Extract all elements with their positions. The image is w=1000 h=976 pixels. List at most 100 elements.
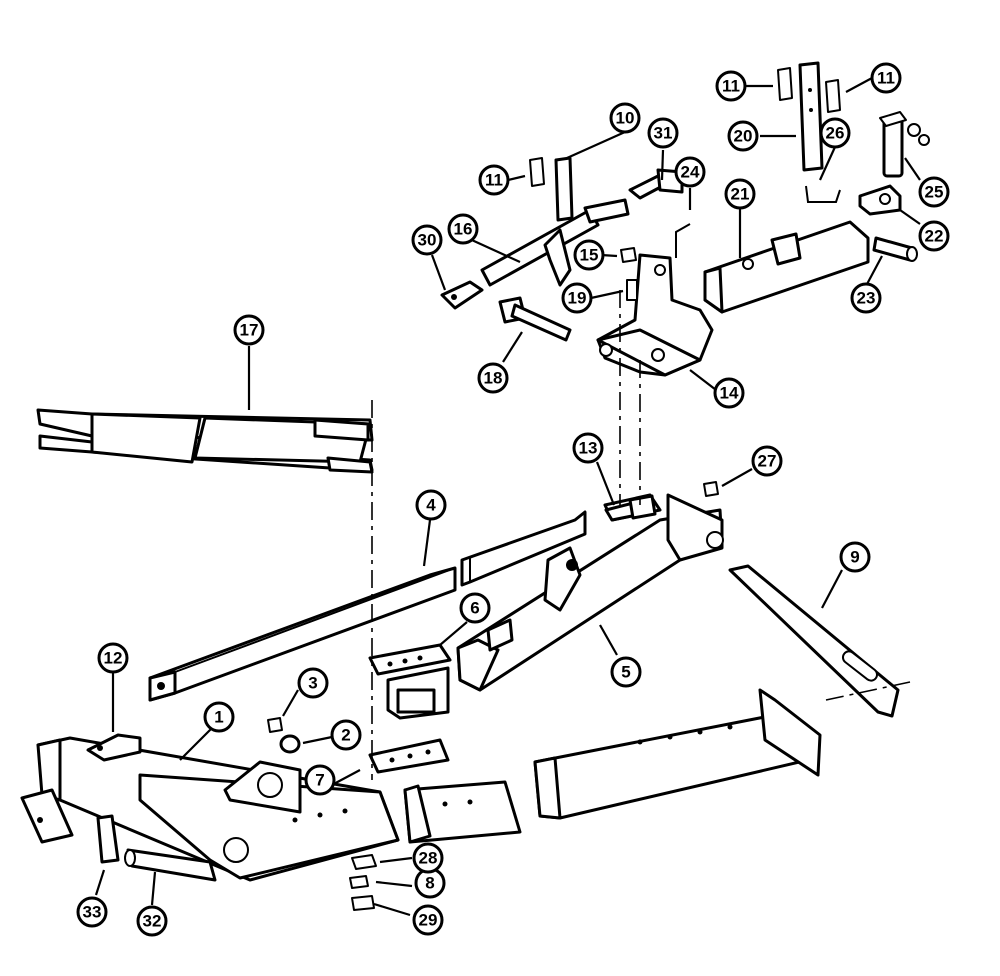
svg-text:32: 32 bbox=[143, 912, 162, 931]
callout-28: 28 bbox=[412, 842, 444, 874]
part-1-frame bbox=[20, 736, 400, 882]
part-30-clevis bbox=[440, 280, 484, 310]
svg-text:10: 10 bbox=[616, 109, 635, 128]
svg-text:2: 2 bbox=[341, 726, 350, 745]
svg-text:4: 4 bbox=[426, 496, 436, 515]
callout-15: 15 bbox=[573, 239, 605, 271]
callout-18: 18 bbox=[477, 362, 509, 394]
center-tube-segment bbox=[403, 780, 522, 844]
svg-text:31: 31 bbox=[654, 124, 673, 143]
callout-10: 10 bbox=[609, 102, 641, 134]
callout-12: 12 bbox=[97, 642, 129, 674]
callout-23: 23 bbox=[850, 282, 882, 314]
callout-13: 13 bbox=[572, 432, 604, 464]
part-27-nut bbox=[703, 481, 719, 497]
callout-17: 17 bbox=[233, 314, 265, 346]
svg-text:9: 9 bbox=[850, 548, 859, 567]
svg-text:11: 11 bbox=[877, 69, 895, 88]
part-33-plate bbox=[96, 814, 120, 864]
callout-33: 33 bbox=[76, 896, 108, 928]
svg-text:18: 18 bbox=[484, 369, 503, 388]
part-25-pin bbox=[879, 111, 930, 178]
part-8-washer bbox=[349, 875, 369, 889]
part-20-plate bbox=[798, 61, 824, 172]
part-29-plate bbox=[351, 895, 375, 911]
right-tube bbox=[533, 688, 822, 820]
svg-text:1: 1 bbox=[214, 708, 223, 727]
callout-11-top-left: 11 bbox=[715, 70, 747, 102]
svg-text:19: 19 bbox=[568, 289, 587, 308]
part-15-nut bbox=[620, 247, 637, 263]
part-19-pin bbox=[626, 279, 638, 301]
part-17-arm bbox=[36, 408, 374, 474]
leader-lines bbox=[94, 77, 921, 917]
part-14-bracket bbox=[596, 253, 714, 377]
svg-text:33: 33 bbox=[83, 903, 102, 922]
callout-9: 9 bbox=[839, 541, 871, 573]
part-13-pin bbox=[604, 494, 657, 522]
callout-1: 1 bbox=[203, 701, 235, 733]
callout-32: 32 bbox=[136, 905, 168, 937]
part-23-pin bbox=[872, 236, 918, 262]
svg-text:22: 22 bbox=[925, 227, 944, 246]
alignment-lines bbox=[371, 290, 911, 780]
callout-20: 20 bbox=[727, 120, 759, 152]
part-21-tube bbox=[703, 220, 870, 314]
part-11-plate-top-left bbox=[777, 67, 793, 101]
part-11-plate-left bbox=[529, 157, 545, 187]
callout-22: 22 bbox=[918, 220, 950, 252]
svg-text:12: 12 bbox=[104, 649, 123, 668]
callout-16: 16 bbox=[447, 213, 479, 245]
callout-2: 2 bbox=[330, 719, 362, 751]
callout-6: 6 bbox=[459, 592, 491, 624]
svg-text:26: 26 bbox=[826, 124, 845, 143]
svg-text:16: 16 bbox=[454, 220, 473, 239]
svg-text:14: 14 bbox=[720, 384, 739, 403]
callout-24: 24 bbox=[674, 156, 706, 188]
callout-5: 5 bbox=[610, 656, 642, 688]
callout-4: 4 bbox=[415, 489, 447, 521]
callout-27: 27 bbox=[751, 445, 783, 477]
sleeve-block bbox=[386, 666, 450, 720]
callout-25: 25 bbox=[918, 176, 950, 208]
part-22-clamp bbox=[858, 184, 902, 216]
svg-text:11: 11 bbox=[485, 171, 503, 190]
svg-text:13: 13 bbox=[579, 439, 598, 458]
svg-text:21: 21 bbox=[731, 185, 750, 204]
part-4-tube bbox=[148, 510, 587, 702]
part-3-nut bbox=[267, 717, 283, 733]
callout-11-left: 11 bbox=[478, 164, 510, 196]
svg-text:3: 3 bbox=[308, 674, 317, 693]
svg-text:20: 20 bbox=[734, 127, 753, 146]
part-18-pin bbox=[498, 296, 572, 342]
svg-text:30: 30 bbox=[418, 231, 437, 250]
part-7-plate bbox=[368, 738, 450, 774]
part-11-plate-top-right bbox=[825, 79, 841, 113]
part-28-clip bbox=[351, 854, 377, 870]
part-6-plate bbox=[368, 643, 452, 676]
part-12-clevis bbox=[86, 733, 142, 762]
svg-text:27: 27 bbox=[758, 452, 777, 471]
callout-30: 30 bbox=[411, 224, 443, 256]
part-2-bushing bbox=[279, 734, 301, 754]
svg-text:29: 29 bbox=[419, 911, 438, 930]
callout-21: 21 bbox=[724, 178, 756, 210]
svg-text:23: 23 bbox=[857, 289, 876, 308]
callout-31: 31 bbox=[647, 117, 679, 149]
callout-3: 3 bbox=[297, 667, 329, 699]
callout-29: 29 bbox=[412, 904, 444, 936]
svg-text:8: 8 bbox=[425, 874, 434, 893]
part-24-hook bbox=[675, 223, 691, 258]
part-31-clevis bbox=[628, 168, 684, 200]
svg-text:28: 28 bbox=[419, 849, 438, 868]
part-32-pin bbox=[124, 848, 217, 882]
part-10-plate bbox=[554, 156, 574, 222]
callout-19: 19 bbox=[561, 282, 593, 314]
callout-11-top-right: 11 bbox=[870, 62, 902, 94]
svg-text:6: 6 bbox=[470, 599, 479, 618]
svg-text:17: 17 bbox=[240, 321, 259, 340]
svg-text:5: 5 bbox=[621, 663, 630, 682]
svg-text:25: 25 bbox=[925, 183, 944, 202]
svg-text:15: 15 bbox=[580, 246, 599, 265]
callout-26: 26 bbox=[819, 117, 851, 149]
